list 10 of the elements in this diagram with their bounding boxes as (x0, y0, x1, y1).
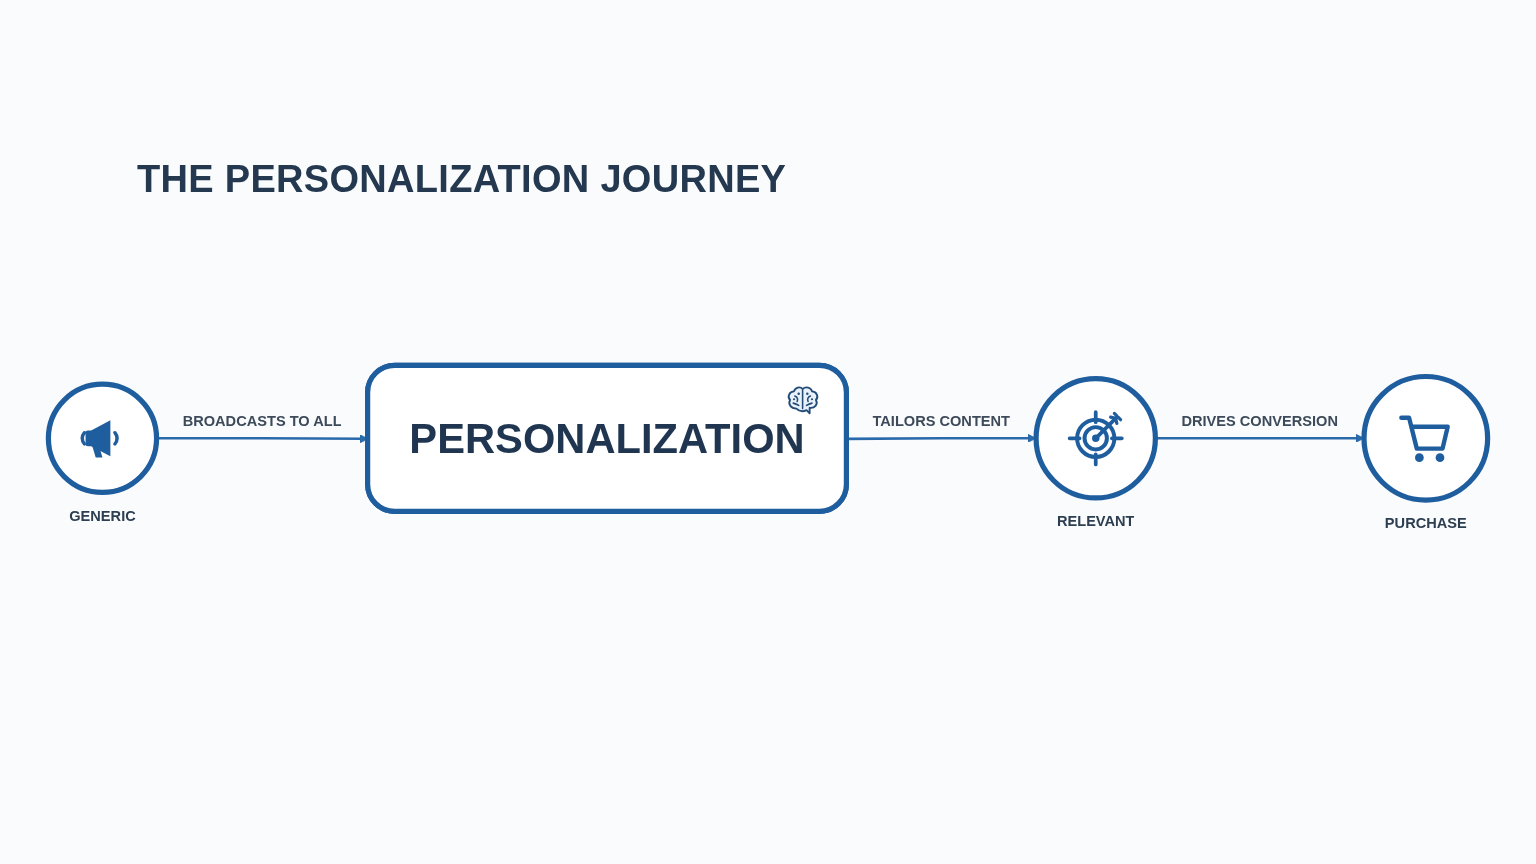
edge-label: TAILORS CONTENT (872, 412, 1011, 429)
node-circle (1361, 373, 1491, 503)
node-circle (1033, 376, 1158, 501)
node-circle (45, 381, 160, 496)
diagram-title: THE PERSONALIZATION JOURNEY (137, 158, 787, 201)
edge-label: BROADCASTS TO ALL (182, 412, 342, 429)
node-label: GENERIC (69, 507, 136, 524)
node-label: RELEVANT (1056, 512, 1135, 530)
edge-label: DRIVES CONVERSION (1181, 412, 1338, 429)
node-label: PURCHASE (1384, 514, 1467, 532)
